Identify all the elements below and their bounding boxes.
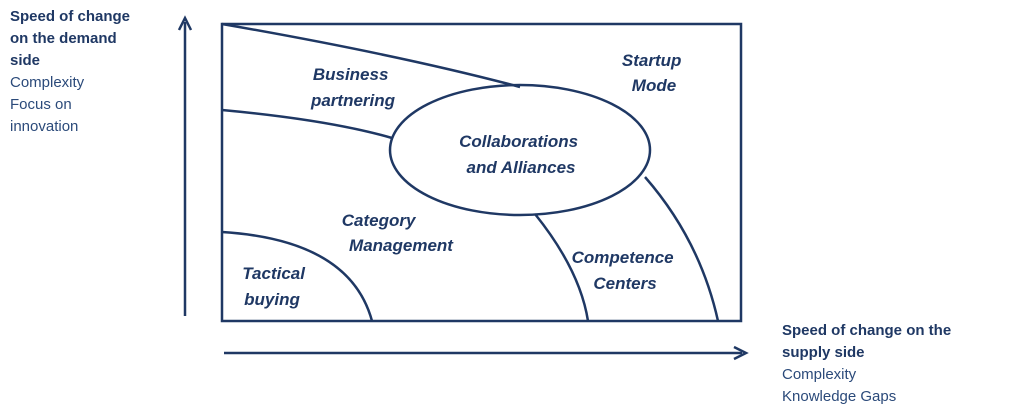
y-axis-title-line-2: on the demand: [10, 30, 117, 47]
x-axis-arrowhead: [733, 345, 749, 361]
x-axis-sub-line-1: Complexity: [782, 366, 857, 383]
collaborations-line-2: and Alliances: [467, 158, 576, 177]
boundary-tactical-category: [221, 230, 374, 322]
x-axis-sub-line-2: Knowledge Gaps: [782, 388, 897, 405]
label-competence-centers: Competence Centers: [572, 248, 679, 293]
boundary-business-startup: [221, 22, 521, 89]
category-management-line-1: Category: [342, 211, 417, 230]
y-axis-sub-line-2: Focus on: [10, 96, 72, 113]
matrix-frame: [220, 22, 743, 323]
business-partnering-line-2: partnering: [310, 91, 396, 110]
label-category-management: Category Management: [342, 211, 454, 255]
business-partnering-line-1: Business: [313, 65, 389, 84]
startup-mode-line-1: Startup: [622, 51, 682, 70]
y-axis-sub-line-3: innovation: [10, 118, 79, 135]
startup-mode-line-2: Mode: [632, 76, 676, 95]
boundary-competence-startup: [644, 176, 720, 322]
x-axis-title-line-2: supply side: [782, 344, 865, 361]
y-axis-label: Speed of change on the demand side Compl…: [10, 6, 170, 138]
category-management-line-2: Management: [349, 236, 454, 255]
label-business-partnering: Business partnering: [310, 65, 396, 110]
y-axis-sub-line-1: Complexity: [10, 74, 85, 91]
x-axis-label: Speed of change on the supply side Compl…: [782, 320, 1017, 408]
competence-centers-line-2: Centers: [593, 274, 656, 293]
boundary-category-competence: [534, 213, 590, 322]
label-tactical-buying: Tactical buying: [242, 264, 309, 309]
y-axis-title-line-1: Speed of change: [10, 8, 131, 25]
competence-centers-line-1: Competence: [572, 248, 674, 267]
label-collaborations: Collaborations and Alliances: [459, 132, 583, 177]
x-axis-title-line-1: Speed of change on the: [782, 322, 952, 339]
tactical-buying-line-2: buying: [244, 290, 300, 309]
boundary-business-category: [221, 108, 393, 140]
collaborations-ellipse: [388, 83, 652, 217]
y-axis-arrowhead: [177, 15, 193, 31]
collaborations-line-1: Collaborations: [459, 132, 578, 151]
y-axis-title-line-3: side: [10, 52, 41, 69]
tactical-buying-line-1: Tactical: [242, 264, 306, 283]
label-startup-mode: Startup Mode: [622, 51, 686, 95]
